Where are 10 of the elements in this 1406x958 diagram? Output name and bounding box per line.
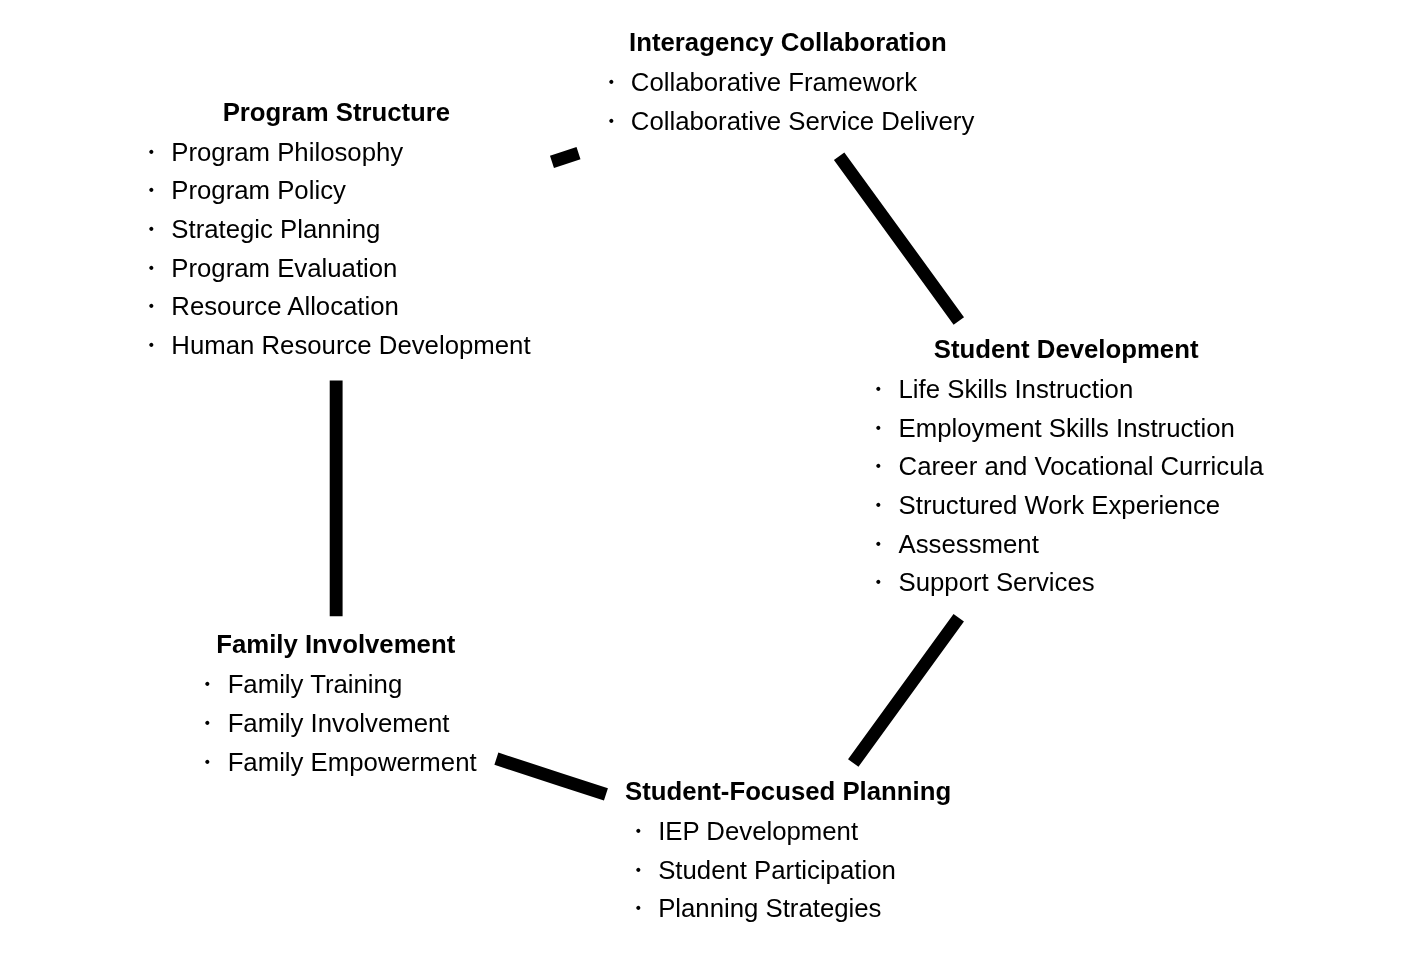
connector [549, 147, 581, 168]
node-text: Program Structure ・ Program Philosophy ・ Program Policy ・ Strategic Planning ・ Program Evaluation ・ Resource Allocation ・ Human Resource Development [138, 97, 531, 360]
connector [329, 380, 343, 617]
connector [494, 752, 608, 801]
node-text: Family Involvement ・ Family Training ・ Family Involvement ・ Family Empowerment [194, 630, 477, 776]
connector [848, 614, 964, 767]
node-text: Student Development ・ Life Skills Instruction ・ Employment Skills Instruction ・ Career and Vocational Curricula ・ Structured Work Experience ・ Assessment ・ Support Services [865, 334, 1264, 597]
node-text: Student-Focused Planning ・ IEP Development ・ Student Participation ・ Planning Strategies [625, 776, 952, 923]
node-text: Interagency Collaboration ・ Collaborative Framework ・ Collaborative Service Delivery [597, 28, 975, 136]
connector [833, 152, 964, 325]
